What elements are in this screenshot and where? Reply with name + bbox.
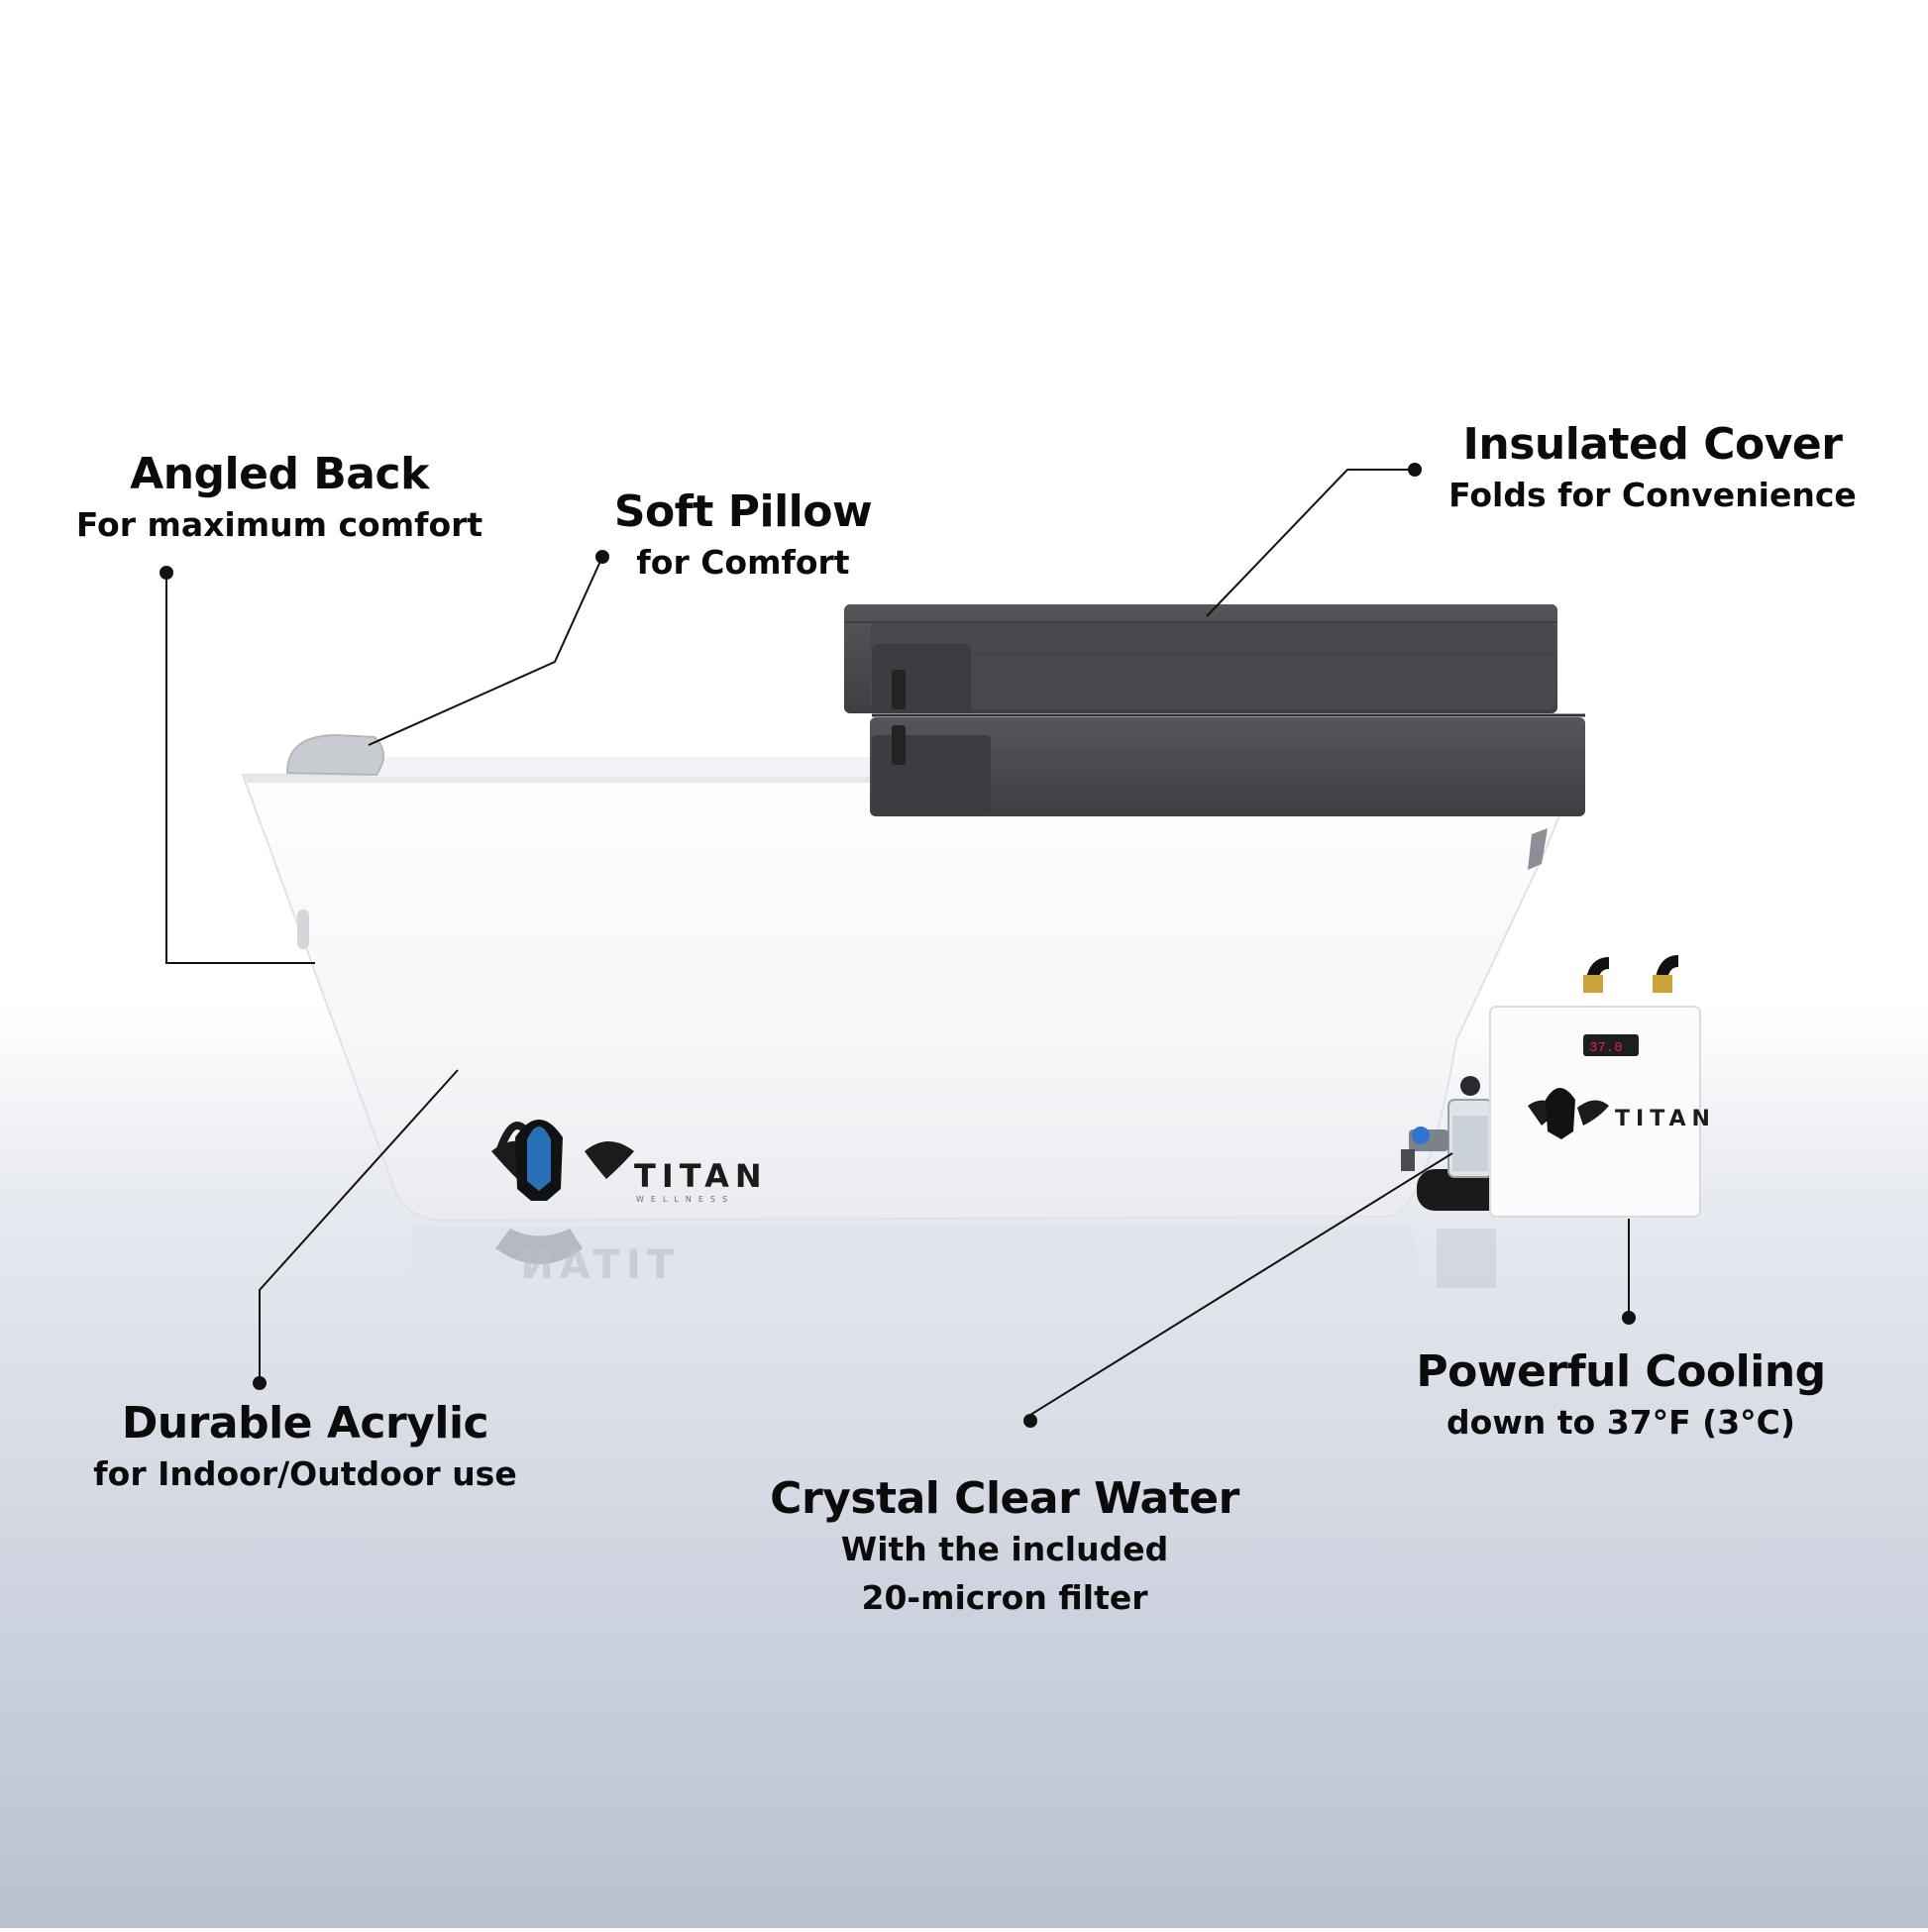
callout-subtitle: For maximum comfort (75, 504, 483, 544)
tub-logo: TITAN WELLNESS (491, 1120, 768, 1204)
chiller-temperature-readout: 37.0 (1589, 1040, 1623, 1056)
callout-angled-back: Angled Back For maximum comfort (75, 449, 483, 549)
callout-title: Angled Back (130, 449, 429, 499)
tub-brand-text: TITAN (634, 1157, 768, 1195)
callout-subtitle: for Indoor/Outdoor use (93, 1453, 517, 1493)
durable-acrylic-leader (259, 1069, 459, 1383)
callout-subtitle: down to 37°F (3°C) (1446, 1402, 1795, 1442)
callout-title: Soft Pillow (613, 486, 873, 537)
callout-soft-pillow: Soft Pillow for Comfort (613, 486, 873, 587)
callout-title: Insulated Cover (1462, 419, 1843, 470)
callout-durable-acrylic: Durable Acrylic for Indoor/Outdoor use (93, 1398, 517, 1498)
svg-text:TITAN: TITAN (514, 1242, 674, 1288)
callout-powerful-cooling: Powerful Cooling down to 37°F (3°C) (1416, 1346, 1826, 1447)
callout-crystal-clear-water: Crystal Clear Water With the included 20… (770, 1473, 1239, 1623)
floor-reflection: TITAN (406, 1227, 1496, 1308)
chiller-unit: 37.0 TITAN (1489, 955, 1716, 1218)
callout-title: Durable Acrylic (121, 1398, 489, 1449)
callout-subtitle: Folds for Convenience (1448, 475, 1857, 514)
callout-subtitle-line-2: 20-micron filter (861, 1578, 1148, 1618)
soft-pillow-leader (368, 556, 603, 746)
insulated-cover (844, 604, 1585, 816)
chiller-logo: TITAN (1528, 1088, 1716, 1139)
callout-title: Crystal Clear Water (770, 1473, 1239, 1524)
chiller-display-panel (1583, 1034, 1639, 1056)
angled-back-leader (165, 573, 315, 964)
pillow (285, 733, 384, 777)
callout-subtitle: for Comfort (636, 542, 850, 582)
insulated-cover-leader (1206, 469, 1415, 617)
filter-assembly (1401, 1076, 1506, 1211)
plunge-tub: TITAN WELLNESS (241, 733, 1577, 1223)
callout-subtitle-line-1: With the included (840, 1529, 1169, 1568)
callout-insulated-cover: Insulated Cover Folds for Convenience (1448, 419, 1857, 519)
tub-brand-subtext: WELLNESS (636, 1195, 734, 1204)
callout-dots (160, 463, 1636, 1428)
callout-title: Powerful Cooling (1416, 1346, 1826, 1397)
chiller-brand-text: TITAN (1615, 1107, 1716, 1131)
